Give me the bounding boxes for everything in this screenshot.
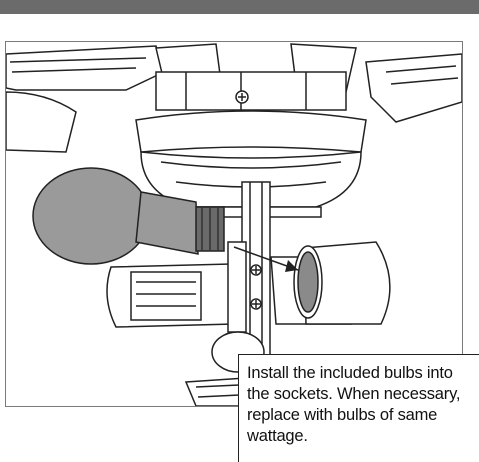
- screw-icon: [250, 264, 262, 276]
- instruction-text: Install the included bulbs into the sock…: [247, 364, 461, 445]
- screw-icon: [250, 298, 262, 310]
- switch-housing-top: [135, 110, 367, 153]
- motor-housing: [155, 71, 347, 111]
- blade-arm-left: [6, 91, 77, 153]
- fan-blade-right: [365, 53, 462, 123]
- header-bar: [0, 0, 479, 14]
- fan-blade-left: [6, 45, 165, 91]
- socket-arm-left: [227, 241, 247, 333]
- screw-icon: [235, 90, 249, 104]
- bulb-socket-right: [303, 241, 391, 325]
- light-bulb-icon: [32, 167, 225, 265]
- installation-illustration: [5, 41, 463, 407]
- instruction-callout: Install the included bulbs into the sock…: [238, 354, 479, 462]
- fan-light-kit-drawing: [6, 43, 462, 406]
